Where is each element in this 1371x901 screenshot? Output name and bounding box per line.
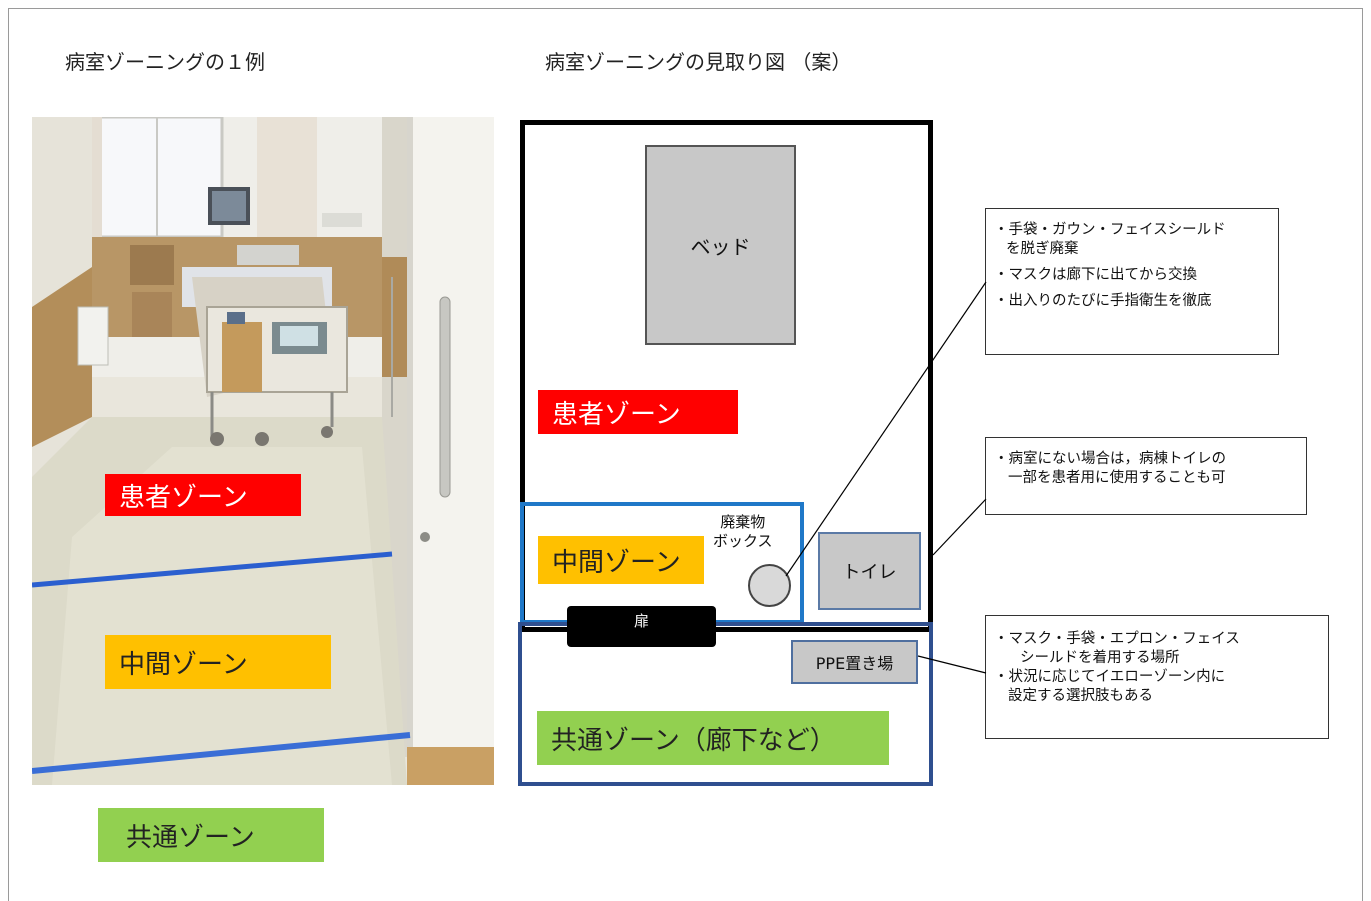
plan-common-zone-label: 共通ゾーン（廊下など）	[537, 711, 889, 765]
waste-box-label: 廃棄物 ボックス	[713, 513, 773, 551]
photo-patient-zone-label: 患者ゾーン	[105, 474, 301, 516]
ppe-note: ・マスク・手袋・エプロン・フェイス シールドを着用する場所 ・状況に応じてイエロ…	[985, 615, 1329, 739]
waste-note-line1: ・手袋・ガウン・フェイスシールド	[994, 222, 1226, 238]
ppe-station: PPE置き場	[791, 640, 918, 684]
floor-plan-heading: 病室ゾーニングの見取り図 （案）	[545, 50, 852, 74]
ppe-note-line1: ・マスク・手袋・エプロン・フェイス	[994, 631, 1240, 647]
ppe-note-line3: ・状況に応じてイエローゾーン内に	[994, 669, 1226, 685]
plan-intermediate-zone-label: 中間ゾーン	[538, 536, 704, 584]
waste-note-line3: ・マスクは廊下に出てから交換	[994, 267, 1197, 283]
photo-common-zone-label: 共通ゾーン	[98, 808, 324, 862]
waste-note-line2: を脱ぎ廃棄	[1006, 241, 1079, 257]
common-zone-area	[518, 622, 933, 786]
waste-box-label-line2: ボックス	[713, 532, 773, 550]
ppe-note-line2: シールドを着用する場所	[1020, 650, 1180, 666]
toilet-note: ・病室にない場合は，病棟トイレの 一部を患者用に使用することも可	[985, 437, 1307, 515]
photo-heading: 病室ゾーニングの１例	[65, 50, 265, 74]
toilet-note-line2: 一部を患者用に使用することも可	[1008, 470, 1226, 486]
toilet: トイレ	[818, 532, 921, 610]
bed: ベッド	[645, 145, 796, 345]
door: 扉	[567, 606, 716, 647]
ppe-note-line4: 設定する選択肢もある	[1008, 688, 1153, 704]
photo-intermediate-zone-label: 中間ゾーン	[105, 635, 331, 689]
slide-frame	[8, 8, 1363, 901]
waste-box-label-line1: 廃棄物	[720, 513, 766, 531]
plan-patient-zone-label: 患者ゾーン	[538, 390, 738, 434]
toilet-note-line1: ・病室にない場合は，病棟トイレの	[994, 451, 1226, 467]
waste-disposal-note: ・手袋・ガウン・フェイスシールド を脱ぎ廃棄 ・マスクは廊下に出てから交換 ・出…	[985, 208, 1279, 355]
waste-note-line4: ・出入りのたびに手指衛生を徹底	[994, 293, 1212, 309]
waste-box-icon	[748, 564, 791, 607]
